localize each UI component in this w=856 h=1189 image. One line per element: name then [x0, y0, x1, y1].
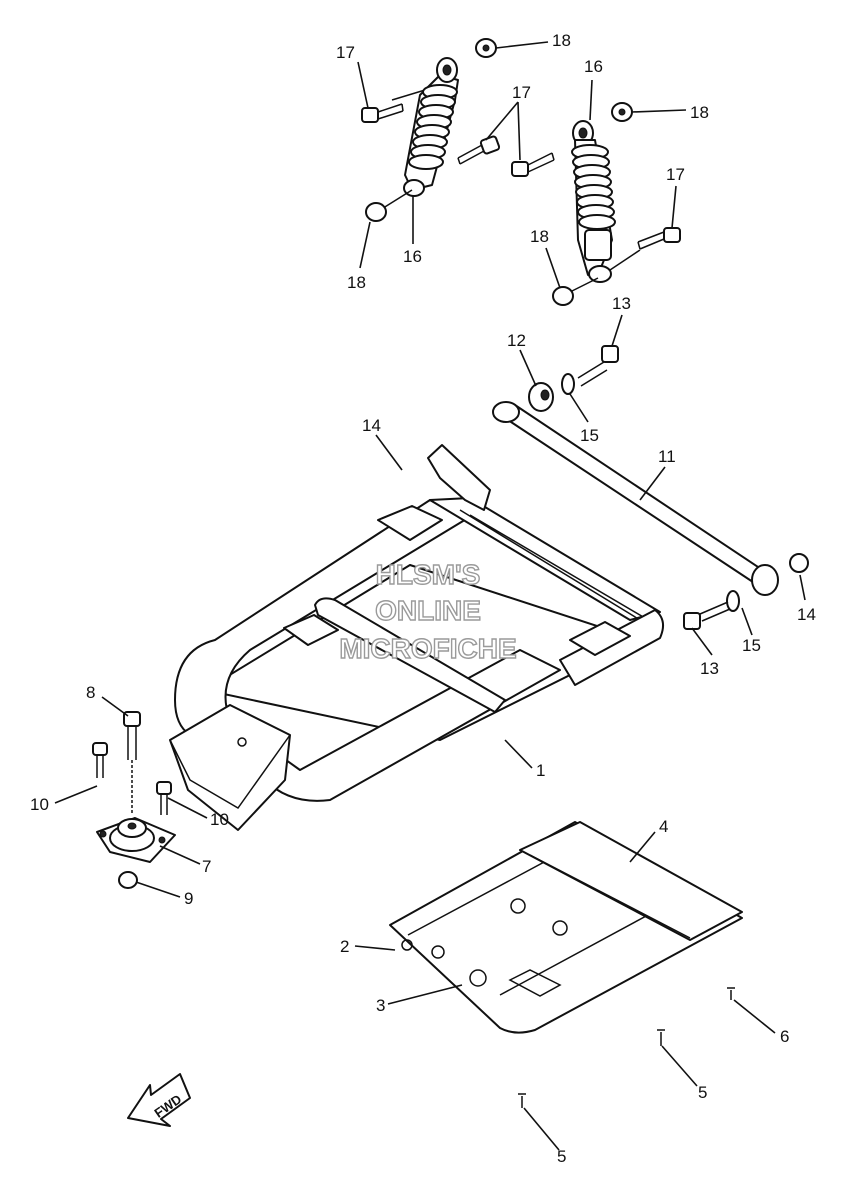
bolt-8 [123, 711, 141, 815]
shock-bolts [361, 38, 681, 306]
callout-9: 9 [184, 889, 193, 908]
watermark: HLSM'S ONLINE MICROFICHE [339, 558, 518, 664]
pins [518, 987, 735, 1108]
watermark-line-1: HLSM'S [376, 559, 481, 590]
fwd-arrow: FWD [127, 1073, 191, 1127]
callout-labels: 17 18 17 16 18 17 18 16 18 13 12 15 14 1… [30, 31, 816, 1166]
callout-16: 16 [584, 57, 603, 76]
callout-12: 12 [507, 331, 526, 350]
bolt-17-center-right [511, 152, 555, 177]
callout-18: 18 [552, 31, 571, 50]
callout-14: 14 [362, 416, 381, 435]
callout-18: 18 [690, 103, 709, 122]
nut-9 [118, 871, 138, 889]
nut-18-right [552, 286, 574, 306]
callout-11: 11 [658, 447, 676, 466]
callout-13: 13 [612, 294, 631, 313]
nut-18-top-right [611, 102, 633, 122]
right-shock-absorber [569, 120, 641, 293]
rear-frame [169, 444, 665, 831]
bolt-10-right [156, 781, 172, 815]
leader-lines [54, 41, 806, 1151]
callout-7: 7 [202, 857, 211, 876]
callout-16: 16 [403, 247, 422, 266]
callout-6: 6 [780, 1027, 789, 1046]
callout-5: 5 [557, 1147, 566, 1166]
watermark-line-3: MICROFICHE [339, 633, 516, 664]
callout-1: 1 [536, 761, 545, 780]
tie-rod-assembly [492, 345, 809, 630]
callout-3: 3 [376, 996, 385, 1015]
bolt-17-upper-left [361, 103, 404, 123]
nut-18-top-left [475, 38, 497, 58]
callout-15: 15 [742, 636, 761, 655]
callout-17: 17 [336, 43, 355, 62]
callout-18: 18 [347, 273, 366, 292]
callout-10: 10 [210, 810, 229, 829]
floor-plates [389, 821, 743, 1034]
callout-2: 2 [340, 937, 349, 956]
callout-8: 8 [86, 683, 95, 702]
nut-18-left [365, 202, 387, 222]
callout-17: 17 [512, 83, 531, 102]
callout-13: 13 [700, 659, 719, 678]
callout-15: 15 [580, 426, 599, 445]
watermark-line-2: ONLINE [375, 595, 481, 626]
callout-14: 14 [797, 605, 816, 624]
callout-18: 18 [530, 227, 549, 246]
bolt-17-lower-right [637, 227, 681, 250]
left-shock-absorber [379, 57, 459, 211]
callout-5: 5 [698, 1083, 707, 1102]
callout-17: 17 [666, 165, 685, 184]
bolt-17-center-left [457, 135, 501, 165]
callout-4: 4 [659, 817, 668, 836]
engine-mount [92, 711, 176, 889]
bolt-10-left [92, 742, 108, 778]
callout-10: 10 [30, 795, 49, 814]
